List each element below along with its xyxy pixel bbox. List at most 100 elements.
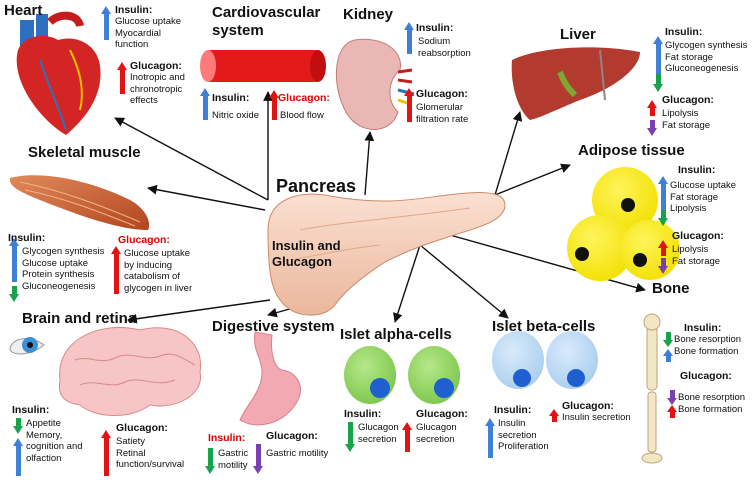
digestive-glucagon-label: Glucagon: bbox=[266, 430, 318, 442]
effect-line: Nitric oxide bbox=[212, 110, 259, 121]
up-arrow-head-icon bbox=[647, 100, 657, 108]
center-label-line: Insulin and bbox=[272, 238, 341, 253]
up-arrow-head-icon bbox=[402, 422, 412, 430]
skeletal-title: Skeletal muscle bbox=[28, 144, 141, 161]
effect-line: cognition and bbox=[26, 441, 83, 453]
up-arrow-head-icon bbox=[404, 88, 414, 96]
up-arrow-head-icon bbox=[9, 238, 19, 246]
up-arrow-head-icon bbox=[13, 438, 23, 446]
down-arrow-head-icon bbox=[13, 426, 23, 434]
up-arrow-head-icon bbox=[101, 430, 111, 438]
effect-line: Bone resorption bbox=[674, 334, 742, 345]
effect-line: Bone formation bbox=[678, 403, 743, 415]
kidney-glucagon-effects: Glomerular filtration rate bbox=[416, 102, 468, 125]
alpha-cells-illustration bbox=[344, 346, 460, 404]
effect-line: effects bbox=[130, 95, 158, 107]
effect-line: filtration rate bbox=[416, 113, 469, 125]
down-arrow-icon bbox=[12, 286, 17, 294]
alpha-glucagon-effects: Glucagon secretion bbox=[416, 422, 457, 445]
heart-insulin-effects: Glucose uptake Myocardial function bbox=[115, 16, 181, 51]
up-arrow-head-icon bbox=[658, 176, 668, 184]
up-arrow-head-icon bbox=[658, 240, 668, 248]
up-arrow-icon bbox=[650, 108, 655, 116]
up-arrow-icon bbox=[552, 416, 557, 422]
up-arrow-head-icon bbox=[653, 36, 663, 44]
kidney-insulin-label: Insulin: bbox=[416, 22, 454, 34]
down-arrow-icon bbox=[656, 74, 661, 84]
bone-glucagon-label: Glucagon: bbox=[680, 370, 732, 382]
digestive-insulin-label: Insulin: bbox=[208, 432, 246, 444]
up-arrow-icon bbox=[407, 96, 412, 122]
connector-arrows bbox=[114, 91, 646, 324]
effect-line: Gastric motility bbox=[266, 448, 329, 459]
effect-line: Proliferation bbox=[498, 441, 549, 453]
effect-line: Appetite bbox=[26, 418, 61, 429]
brain-glucagon-effects: Satiety Retinal function/survival bbox=[116, 436, 184, 471]
adipose-glucagon-label: Glucagon: bbox=[672, 230, 724, 242]
beta-glucagon-effects: Insulin secretion bbox=[562, 412, 631, 424]
effect-line: olfaction bbox=[26, 452, 62, 464]
down-arrow-icon bbox=[16, 418, 21, 426]
up-arrow-head-icon bbox=[549, 409, 559, 416]
effect-line: motility bbox=[218, 459, 248, 471]
down-arrow-icon bbox=[256, 444, 261, 466]
effect-line: Glucagon bbox=[358, 422, 399, 433]
effect-line: Fat storage bbox=[672, 255, 721, 267]
brain-retina-illustration bbox=[9, 326, 202, 416]
cardio-insulin-effects: Nitric oxide bbox=[212, 110, 259, 122]
kidney-insulin-effects: Sodium reabsorption bbox=[418, 36, 471, 59]
alpha-insulin-effects: Glucagon secretion bbox=[358, 422, 399, 445]
pancreas-illustration bbox=[267, 192, 506, 316]
effect-line: reabsorption bbox=[418, 47, 471, 59]
bone-title: Bone bbox=[652, 280, 690, 297]
liver-glucagon-label: Glucagon: bbox=[662, 94, 714, 106]
beta-cells-illustration bbox=[492, 331, 598, 389]
bone-glucagon-effects: Bone resorption Bone formation bbox=[678, 392, 745, 415]
stomach-illustration bbox=[239, 331, 301, 426]
up-arrow-head-icon bbox=[200, 88, 210, 96]
effect-line: Lipolysis bbox=[662, 108, 699, 119]
effect-line: Glycogen synthesis bbox=[22, 246, 105, 257]
down-arrow-icon bbox=[666, 332, 671, 340]
liver-glucagon-effects: Lipolysis Fat storage bbox=[662, 108, 710, 131]
liver-title: Liver bbox=[560, 26, 596, 43]
cardio-title-line: Cardiovascular bbox=[212, 4, 321, 21]
effect-line: Gluconeogenesis bbox=[665, 63, 739, 75]
heart-glucagon-effects: Inotropic and chronotropic effects bbox=[130, 72, 185, 107]
up-arrow-icon bbox=[666, 356, 671, 362]
alpha-glucagon-label: Glucagon: bbox=[416, 408, 468, 420]
center-label: Insulin and Glucagon bbox=[272, 238, 341, 270]
down-arrow-head-icon bbox=[667, 398, 677, 405]
effect-line: Fat storage bbox=[665, 51, 714, 63]
bone-insulin-effects: Bone resorption Bone formation bbox=[674, 334, 741, 357]
up-arrow-icon bbox=[203, 96, 208, 120]
down-arrow-icon bbox=[348, 422, 353, 444]
effect-line: Protein synthesis bbox=[22, 269, 95, 281]
effect-line: Glycogen synthesis bbox=[665, 40, 748, 51]
effect-line: Sodium bbox=[418, 36, 451, 47]
down-arrow-head-icon bbox=[9, 294, 19, 302]
bone-insulin-label: Insulin: bbox=[684, 322, 722, 334]
up-arrow-icon bbox=[120, 70, 125, 94]
up-arrow-icon bbox=[114, 254, 119, 294]
kidney-glucagon-label: Glucagon: bbox=[416, 88, 468, 100]
effect-line: function/survival bbox=[116, 459, 185, 471]
effect-line: Glucose uptake bbox=[670, 180, 737, 191]
down-arrow-head-icon bbox=[653, 84, 663, 92]
up-arrow-head-icon bbox=[667, 405, 677, 412]
heart-glucagon-label: Glucagon: bbox=[130, 60, 182, 72]
up-arrow-icon bbox=[488, 426, 493, 458]
up-arrow-icon bbox=[656, 44, 661, 74]
effect-line: Blood flow bbox=[280, 110, 324, 121]
up-arrow-icon bbox=[12, 246, 17, 282]
up-arrow-icon bbox=[661, 248, 666, 256]
up-arrow-head-icon bbox=[663, 349, 673, 356]
digestive-glucagon-effects: Gastric motility bbox=[266, 448, 328, 460]
up-arrow-icon bbox=[670, 412, 675, 418]
down-arrow-head-icon bbox=[647, 128, 657, 136]
heart-title: Heart bbox=[4, 2, 43, 19]
effect-line: Fat storage bbox=[670, 191, 719, 203]
up-arrow-icon bbox=[405, 430, 410, 452]
effect-line: Lipolysis bbox=[670, 203, 707, 215]
down-arrow-icon bbox=[650, 120, 655, 128]
